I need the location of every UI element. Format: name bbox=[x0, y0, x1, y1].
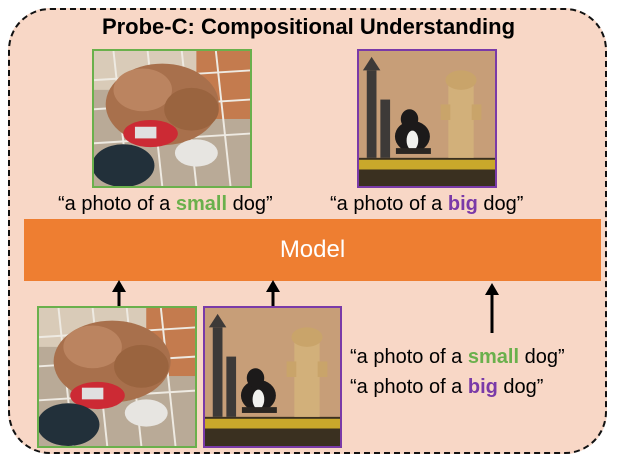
top-big-dog-photo bbox=[357, 49, 497, 188]
keyword-big: big bbox=[447, 193, 478, 215]
keyword-small: small bbox=[467, 346, 520, 368]
caption-big-dog: “a photo of a big dog” bbox=[330, 193, 524, 215]
model-block: Model bbox=[24, 219, 601, 281]
caption-big-dog: “a photo of a big dog” bbox=[350, 376, 544, 398]
caption-small-dog: “a photo of a small dog” bbox=[58, 193, 273, 215]
keyword-big: big bbox=[467, 376, 498, 398]
model-label: Model bbox=[279, 236, 346, 263]
top-small-dog-photo bbox=[92, 49, 252, 188]
arrow-up-icon bbox=[485, 283, 499, 333]
caption-small-dog: “a photo of a small dog” bbox=[350, 346, 565, 368]
bottom-small-dog-photo bbox=[37, 306, 197, 448]
bottom-big-dog-photo bbox=[203, 306, 342, 448]
keyword-small: small bbox=[175, 193, 228, 215]
panel-title: Probe-C: Compositional Understanding bbox=[101, 14, 516, 39]
